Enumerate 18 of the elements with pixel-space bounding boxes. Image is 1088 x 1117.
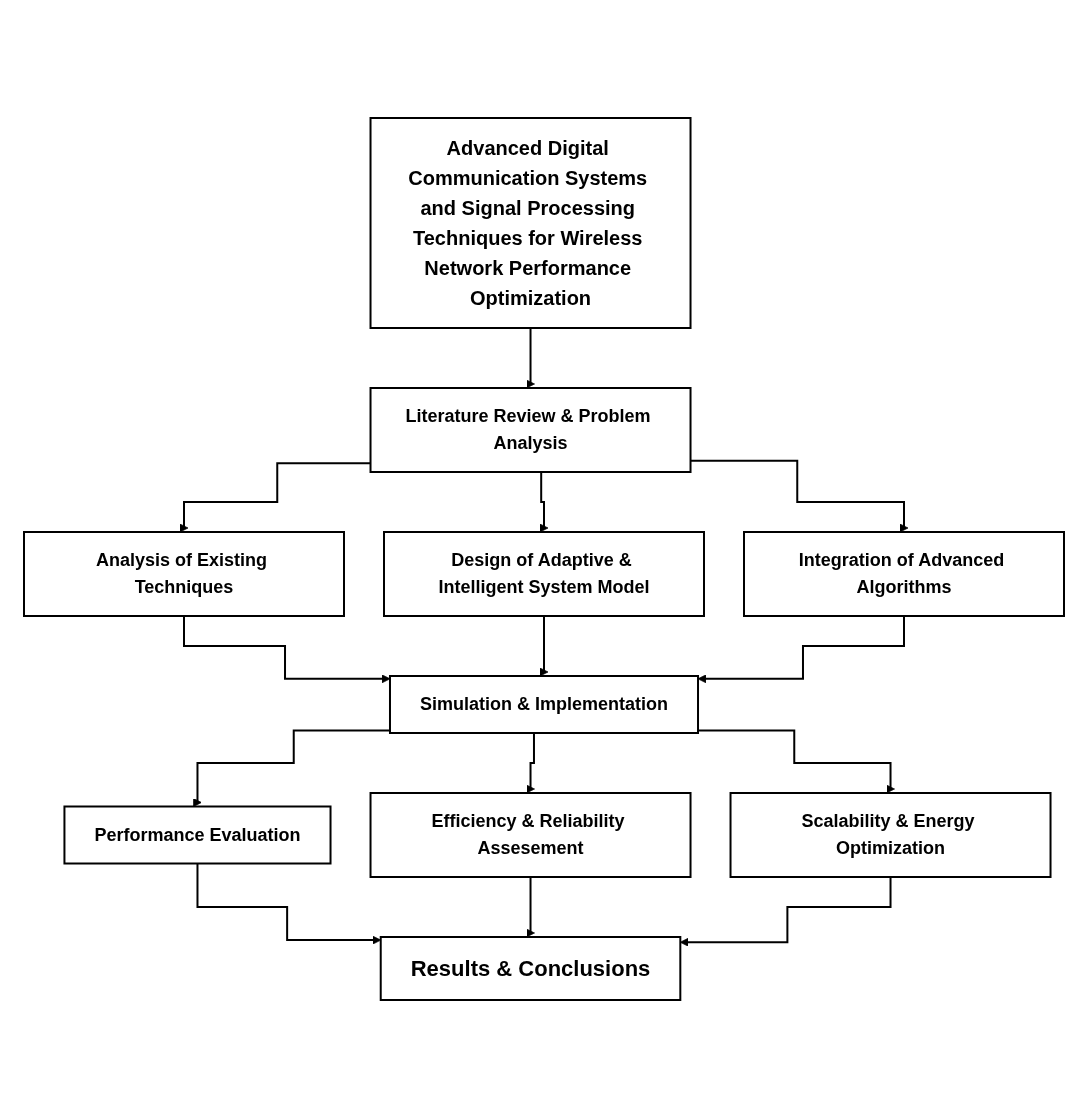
node-box: Analysis of Existing Techniques: [23, 530, 345, 617]
arrow: [526, 326, 535, 388]
node-box: Integration of Advanced Algorithms: [743, 530, 1065, 617]
arrow: [537, 470, 549, 532]
node-box: Advanced Digital Communication Systems and Signal Processing Techniques for Wireless Network Performance Optimization: [369, 116, 692, 329]
arrow: [526, 875, 535, 937]
arrow: [539, 614, 549, 676]
node-box: Performance Evaluation: [63, 805, 332, 864]
arrow: [697, 729, 895, 793]
arrow: [697, 614, 905, 683]
node-box: Simulation & Implementation: [389, 674, 699, 734]
node-box: Efficiency & Reliability Assesement: [369, 791, 692, 878]
node-box: Scalability & Energy Optimization: [729, 791, 1052, 878]
node-box: Literature Review & Problem Analysis: [369, 386, 692, 473]
arrow: [193, 729, 391, 807]
arrow: [679, 875, 892, 947]
node-box: Results & Conclusions: [379, 935, 682, 1001]
node-box: Design of Adaptive & Intelligent System Model: [383, 530, 705, 617]
